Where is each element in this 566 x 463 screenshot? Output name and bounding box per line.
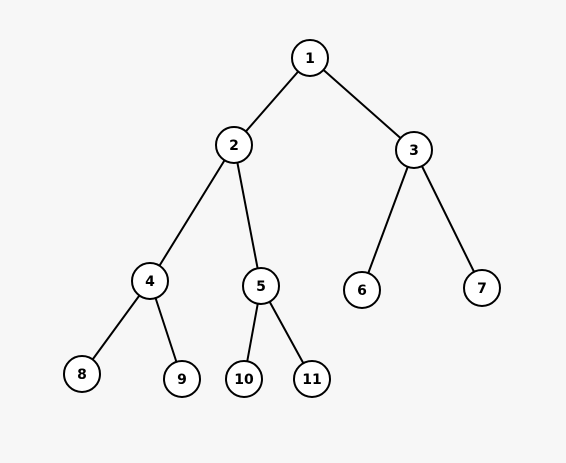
tree-node-3: 3 xyxy=(395,131,433,169)
node-circle-1 xyxy=(291,39,329,77)
tree-node-1: 1 xyxy=(291,39,329,77)
tree-node-10: 10 xyxy=(225,360,263,398)
edge-3-6 xyxy=(361,149,415,291)
edge-2-4 xyxy=(149,144,235,282)
node-circle-2 xyxy=(215,126,253,164)
tree-node-5: 5 xyxy=(242,267,280,305)
node-label-8: 8 xyxy=(77,367,87,383)
node-label-10: 10 xyxy=(234,372,254,388)
node-label-5: 5 xyxy=(256,279,266,295)
edge-3-7 xyxy=(413,149,483,289)
tree-node-6: 6 xyxy=(343,271,381,309)
node-label-7: 7 xyxy=(477,281,487,297)
edge-1-2 xyxy=(233,57,311,146)
node-label-6: 6 xyxy=(357,283,367,299)
edges-layer xyxy=(81,57,483,380)
node-circle-5 xyxy=(242,267,280,305)
tree-node-11: 11 xyxy=(293,360,331,398)
nodes-layer: 1 2 3 4 5 6 7 8 9 10 11 xyxy=(63,39,501,398)
tree-node-7: 7 xyxy=(463,269,501,307)
tree-node-8: 8 xyxy=(63,355,101,393)
node-circle-10 xyxy=(225,360,263,398)
node-circle-7 xyxy=(463,269,501,307)
node-circle-11 xyxy=(293,360,331,398)
edge-2-5 xyxy=(233,144,262,287)
node-circle-6 xyxy=(343,271,381,309)
edge-4-8 xyxy=(81,280,151,375)
node-label-3: 3 xyxy=(409,143,419,159)
node-circle-4 xyxy=(131,262,169,300)
node-label-4: 4 xyxy=(145,274,155,290)
tree-node-2: 2 xyxy=(215,126,253,164)
node-label-11: 11 xyxy=(302,372,321,388)
node-label-9: 9 xyxy=(177,372,187,388)
node-circle-8 xyxy=(63,355,101,393)
edge-1-3 xyxy=(309,57,415,151)
node-circle-3 xyxy=(395,131,433,169)
tree-node-4: 4 xyxy=(131,262,169,300)
node-circle-9 xyxy=(163,360,201,398)
tree-node-9: 9 xyxy=(163,360,201,398)
node-label-1: 1 xyxy=(305,51,315,67)
node-label-2: 2 xyxy=(229,138,239,154)
